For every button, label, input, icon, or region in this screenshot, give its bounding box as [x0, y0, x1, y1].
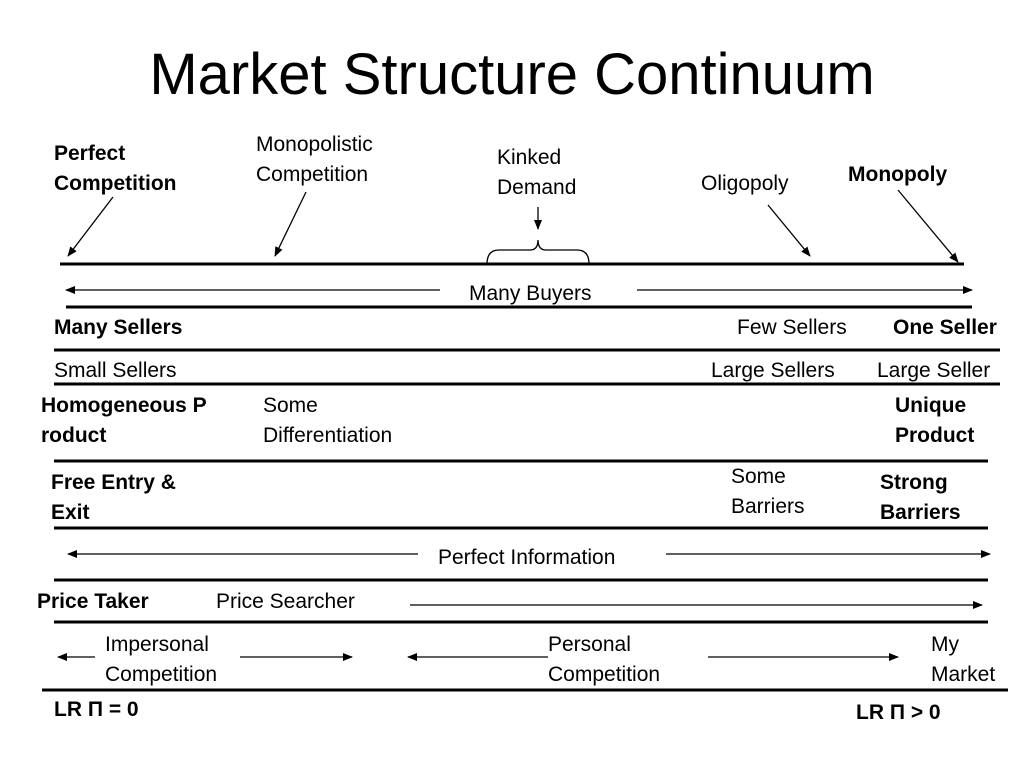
- oligopoly-label: Oligopoly: [701, 172, 789, 195]
- unique-product-label: Unique Product: [895, 394, 975, 447]
- price-taker-label: Price Taker: [37, 590, 149, 613]
- monopolistic-competition-pointer-arrow: [274, 191, 307, 257]
- many-buyers-label: Many Buyers: [469, 282, 592, 305]
- my-market-label: My Market: [931, 633, 996, 686]
- large-sellers-label: Large Sellers: [711, 359, 835, 382]
- personal-competition-label: Personal Competition: [548, 633, 661, 686]
- some-differentiation-label: Some Differentiation: [263, 394, 393, 447]
- lr-profit-zero-label: LR Π = 0: [54, 698, 139, 721]
- perfect-competition-pointer-arrow: [67, 196, 114, 257]
- kinked-demand-label: Kinked Demand: [497, 146, 577, 199]
- monopoly-pointer-arrow: [897, 189, 959, 263]
- many-sellers-label: Many Sellers: [54, 316, 183, 339]
- large-seller-label: Large Seller: [877, 359, 991, 382]
- perfect-information-label: Perfect Information: [438, 546, 616, 569]
- homogeneous-product-label: Homogeneous Product: [41, 394, 207, 447]
- some-barriers-label: Some Barriers: [731, 465, 805, 518]
- perfect-competition-label: Perfect Competition: [54, 142, 177, 195]
- few-sellers-label: Few Sellers: [737, 316, 847, 339]
- lr-profit-positive-label: LR Π > 0: [856, 701, 941, 724]
- kinked-demand-brace: [486, 239, 590, 265]
- strong-barriers-label: Strong Barriers: [880, 471, 961, 524]
- monopolistic-competition-label: Monopolistic Competition: [256, 133, 373, 186]
- small-sellers-label: Small Sellers: [54, 359, 177, 382]
- impersonal-competition-label: Impersonal Competition: [105, 633, 218, 686]
- oligopoly-pointer-arrow: [767, 204, 811, 257]
- page-title: Market Structure Continuum: [149, 42, 875, 107]
- one-seller-label: One Seller: [893, 316, 997, 339]
- price-searcher-label: Price Searcher: [216, 590, 355, 613]
- free-entry-exit-label: Free Entry & Exit: [51, 471, 176, 524]
- monopoly-label: Monopoly: [848, 163, 948, 186]
